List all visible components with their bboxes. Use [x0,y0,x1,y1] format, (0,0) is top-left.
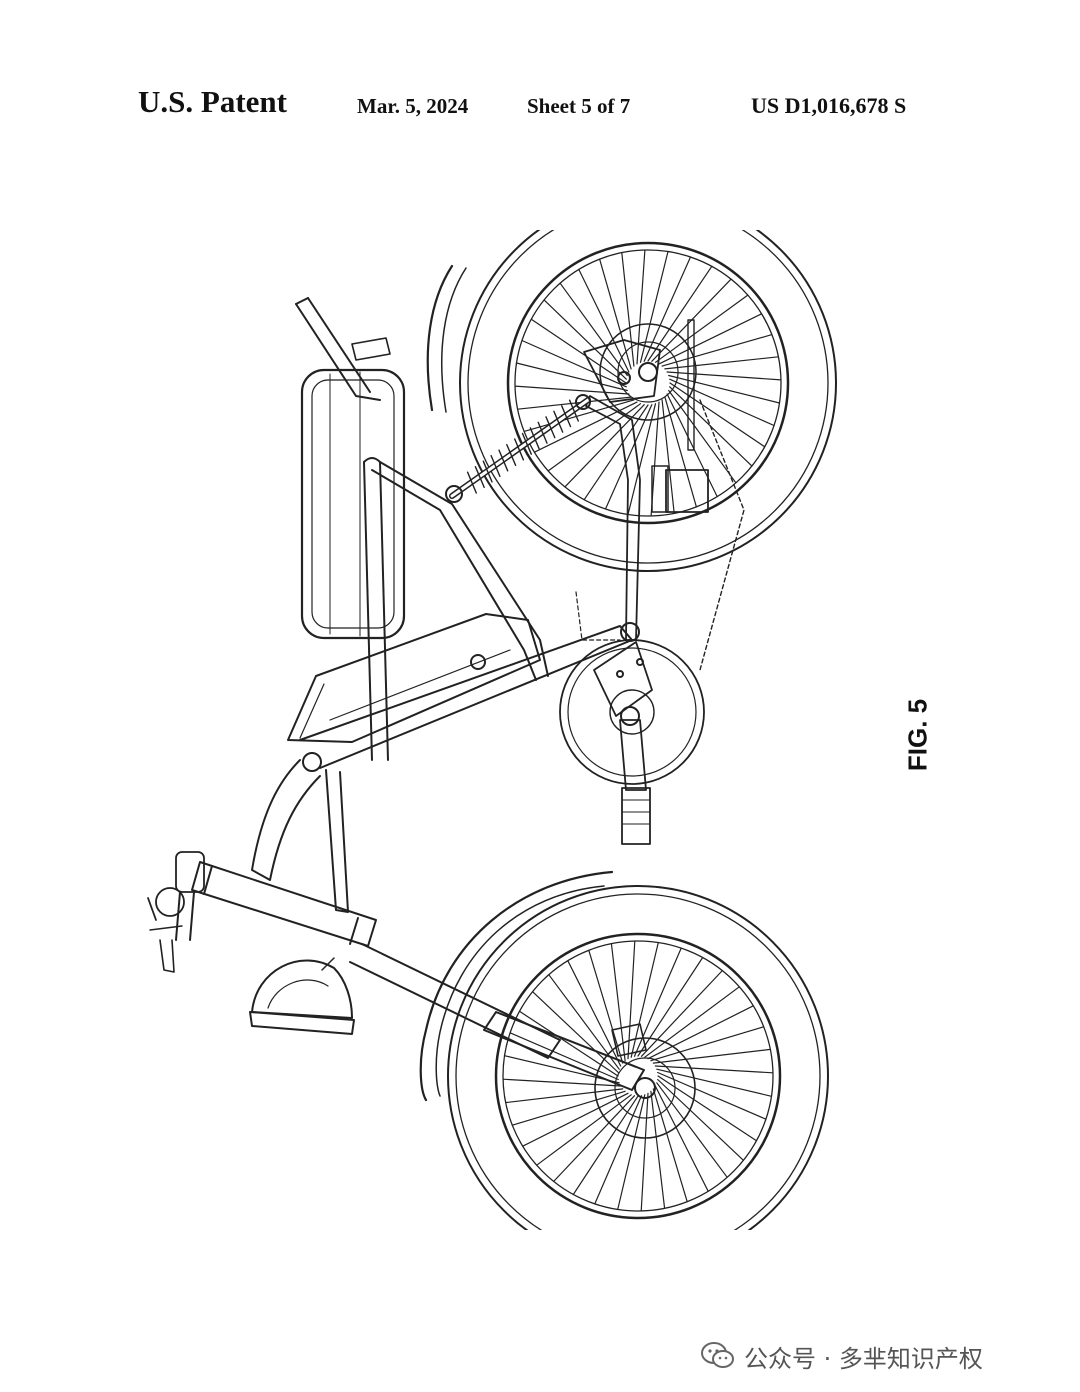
spoke [511,1090,626,1126]
spoke [647,1005,754,1060]
spoke [578,268,630,373]
shock-coil-turn [498,449,509,472]
chainring [559,399,745,785]
spoke [630,941,659,1058]
shock-coil-turn [553,410,564,433]
spoke [583,404,649,501]
shock-coil-turn [490,454,501,478]
spoke [654,294,749,363]
spoke [505,1088,624,1104]
spoke [666,371,782,381]
spoke [650,1090,666,1210]
spoke [588,949,624,1064]
shock-coil-turn [561,405,572,428]
bicycle-drawing [147,230,837,1230]
spoke [656,1082,728,1178]
spoke [522,1092,629,1147]
spoke [669,382,766,448]
spoke [627,940,636,1060]
spoke [656,1068,773,1097]
spoke [523,399,635,432]
spoke [610,942,626,1062]
watermark-text: 公众号 · 多芈知识产权 [744,1344,983,1373]
shock-coil-turn [537,421,548,444]
spoke [604,404,653,510]
spoke [516,396,632,410]
spoke [503,1055,620,1084]
spoke [617,1094,646,1211]
spoke [647,265,713,362]
spoke [553,1095,636,1183]
pedal [619,719,651,845]
header-sheet: Sheet 5 of 7 [527,94,631,118]
header-date: Mar. 5, 2024 [357,94,469,118]
spoke [658,313,763,365]
seat [300,368,406,640]
spoke [502,1078,622,1087]
shock-coil-turn [474,466,485,489]
front-wheel [419,870,829,1230]
spoke [664,396,698,508]
spoke [509,1032,619,1081]
spoke [518,1010,619,1077]
headlight [249,957,355,1035]
header-patent-number: US D1,016,678 S [751,93,907,118]
spoke [644,986,740,1058]
shock-coil-turn [545,416,556,439]
spoke [543,299,627,380]
spoke [664,356,780,370]
spoke [639,250,669,363]
shock-absorber [445,394,591,503]
shock-coil-turn [514,438,525,461]
spoke [536,1094,632,1166]
wechat-icon [701,1342,734,1368]
spoke [668,374,781,404]
spoke [521,339,627,388]
shock-coil-turn [506,443,517,466]
spoke [657,1071,767,1120]
spoke [559,282,628,377]
handlebar [147,851,205,973]
spoke [637,956,704,1057]
shock-coil-turn [482,460,493,483]
spoke [650,1026,765,1062]
spoke [669,378,775,427]
spoke [636,249,646,365]
spoke [643,256,692,362]
header-title: U.S. Patent [138,84,287,119]
spoke [627,403,657,516]
spoke [567,960,622,1067]
watermark: 公众号 · 多芈知识产权 [700,1336,983,1376]
spoke [598,258,632,370]
spoke [530,318,627,384]
shock-coil-turn [529,427,540,450]
spoke [515,362,628,392]
frame [191,457,653,1091]
spoke [548,974,620,1070]
figure-label: FIG. 5 [902,698,933,772]
shock-coil-turn [568,399,579,422]
spoke [594,1095,643,1205]
shock-coil-turn [466,471,477,494]
spoke [652,1048,772,1064]
spoke [661,399,675,515]
shock-coil-turn [521,432,532,455]
spoke [661,334,773,367]
rear-wheel [426,230,837,641]
spoke [654,1065,774,1074]
spoke [652,1088,688,1203]
spoke [657,1078,745,1161]
spoke [640,1092,649,1212]
spoke [514,385,630,395]
spoke [668,389,737,484]
spoke [654,1085,709,1192]
spoke [640,969,723,1057]
